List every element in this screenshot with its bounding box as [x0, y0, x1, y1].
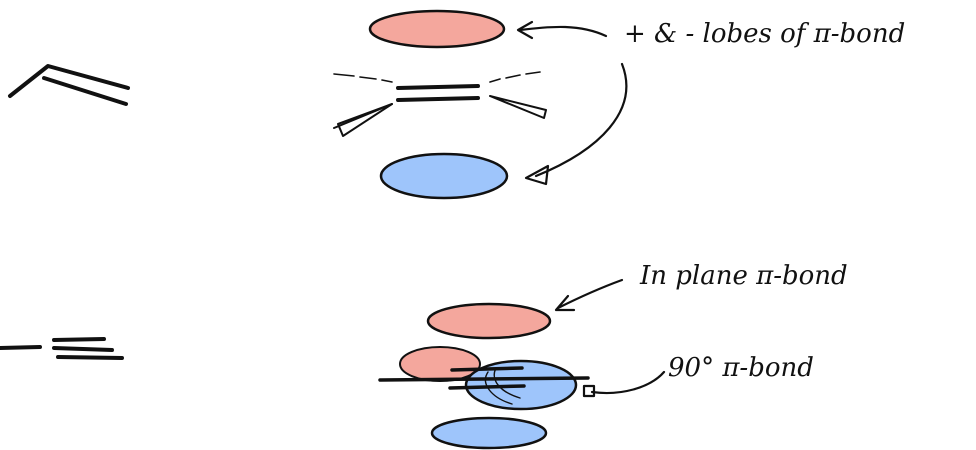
lobes-annotation: + & - lobes of π-bond [624, 19, 905, 49]
bottom-arrows [554, 278, 666, 398]
positive-lobe-in-plane [426, 302, 552, 340]
ninety-degree-annotation: 90° π-bond [668, 353, 814, 383]
lobes-arrows [516, 20, 628, 186]
pi-bonds-bottom [378, 302, 590, 450]
pi-bond-top [333, 9, 547, 200]
positive-lobe-90 [399, 346, 481, 382]
alkene-skeletal-sketch [8, 64, 130, 106]
alkyne-skeletal-sketch [0, 337, 124, 360]
in-plane-annotation: In plane π-bond [639, 261, 848, 291]
positive-lobe-top [368, 9, 506, 49]
negative-lobe-in-plane [430, 416, 548, 450]
negative-lobe-top [379, 152, 509, 200]
